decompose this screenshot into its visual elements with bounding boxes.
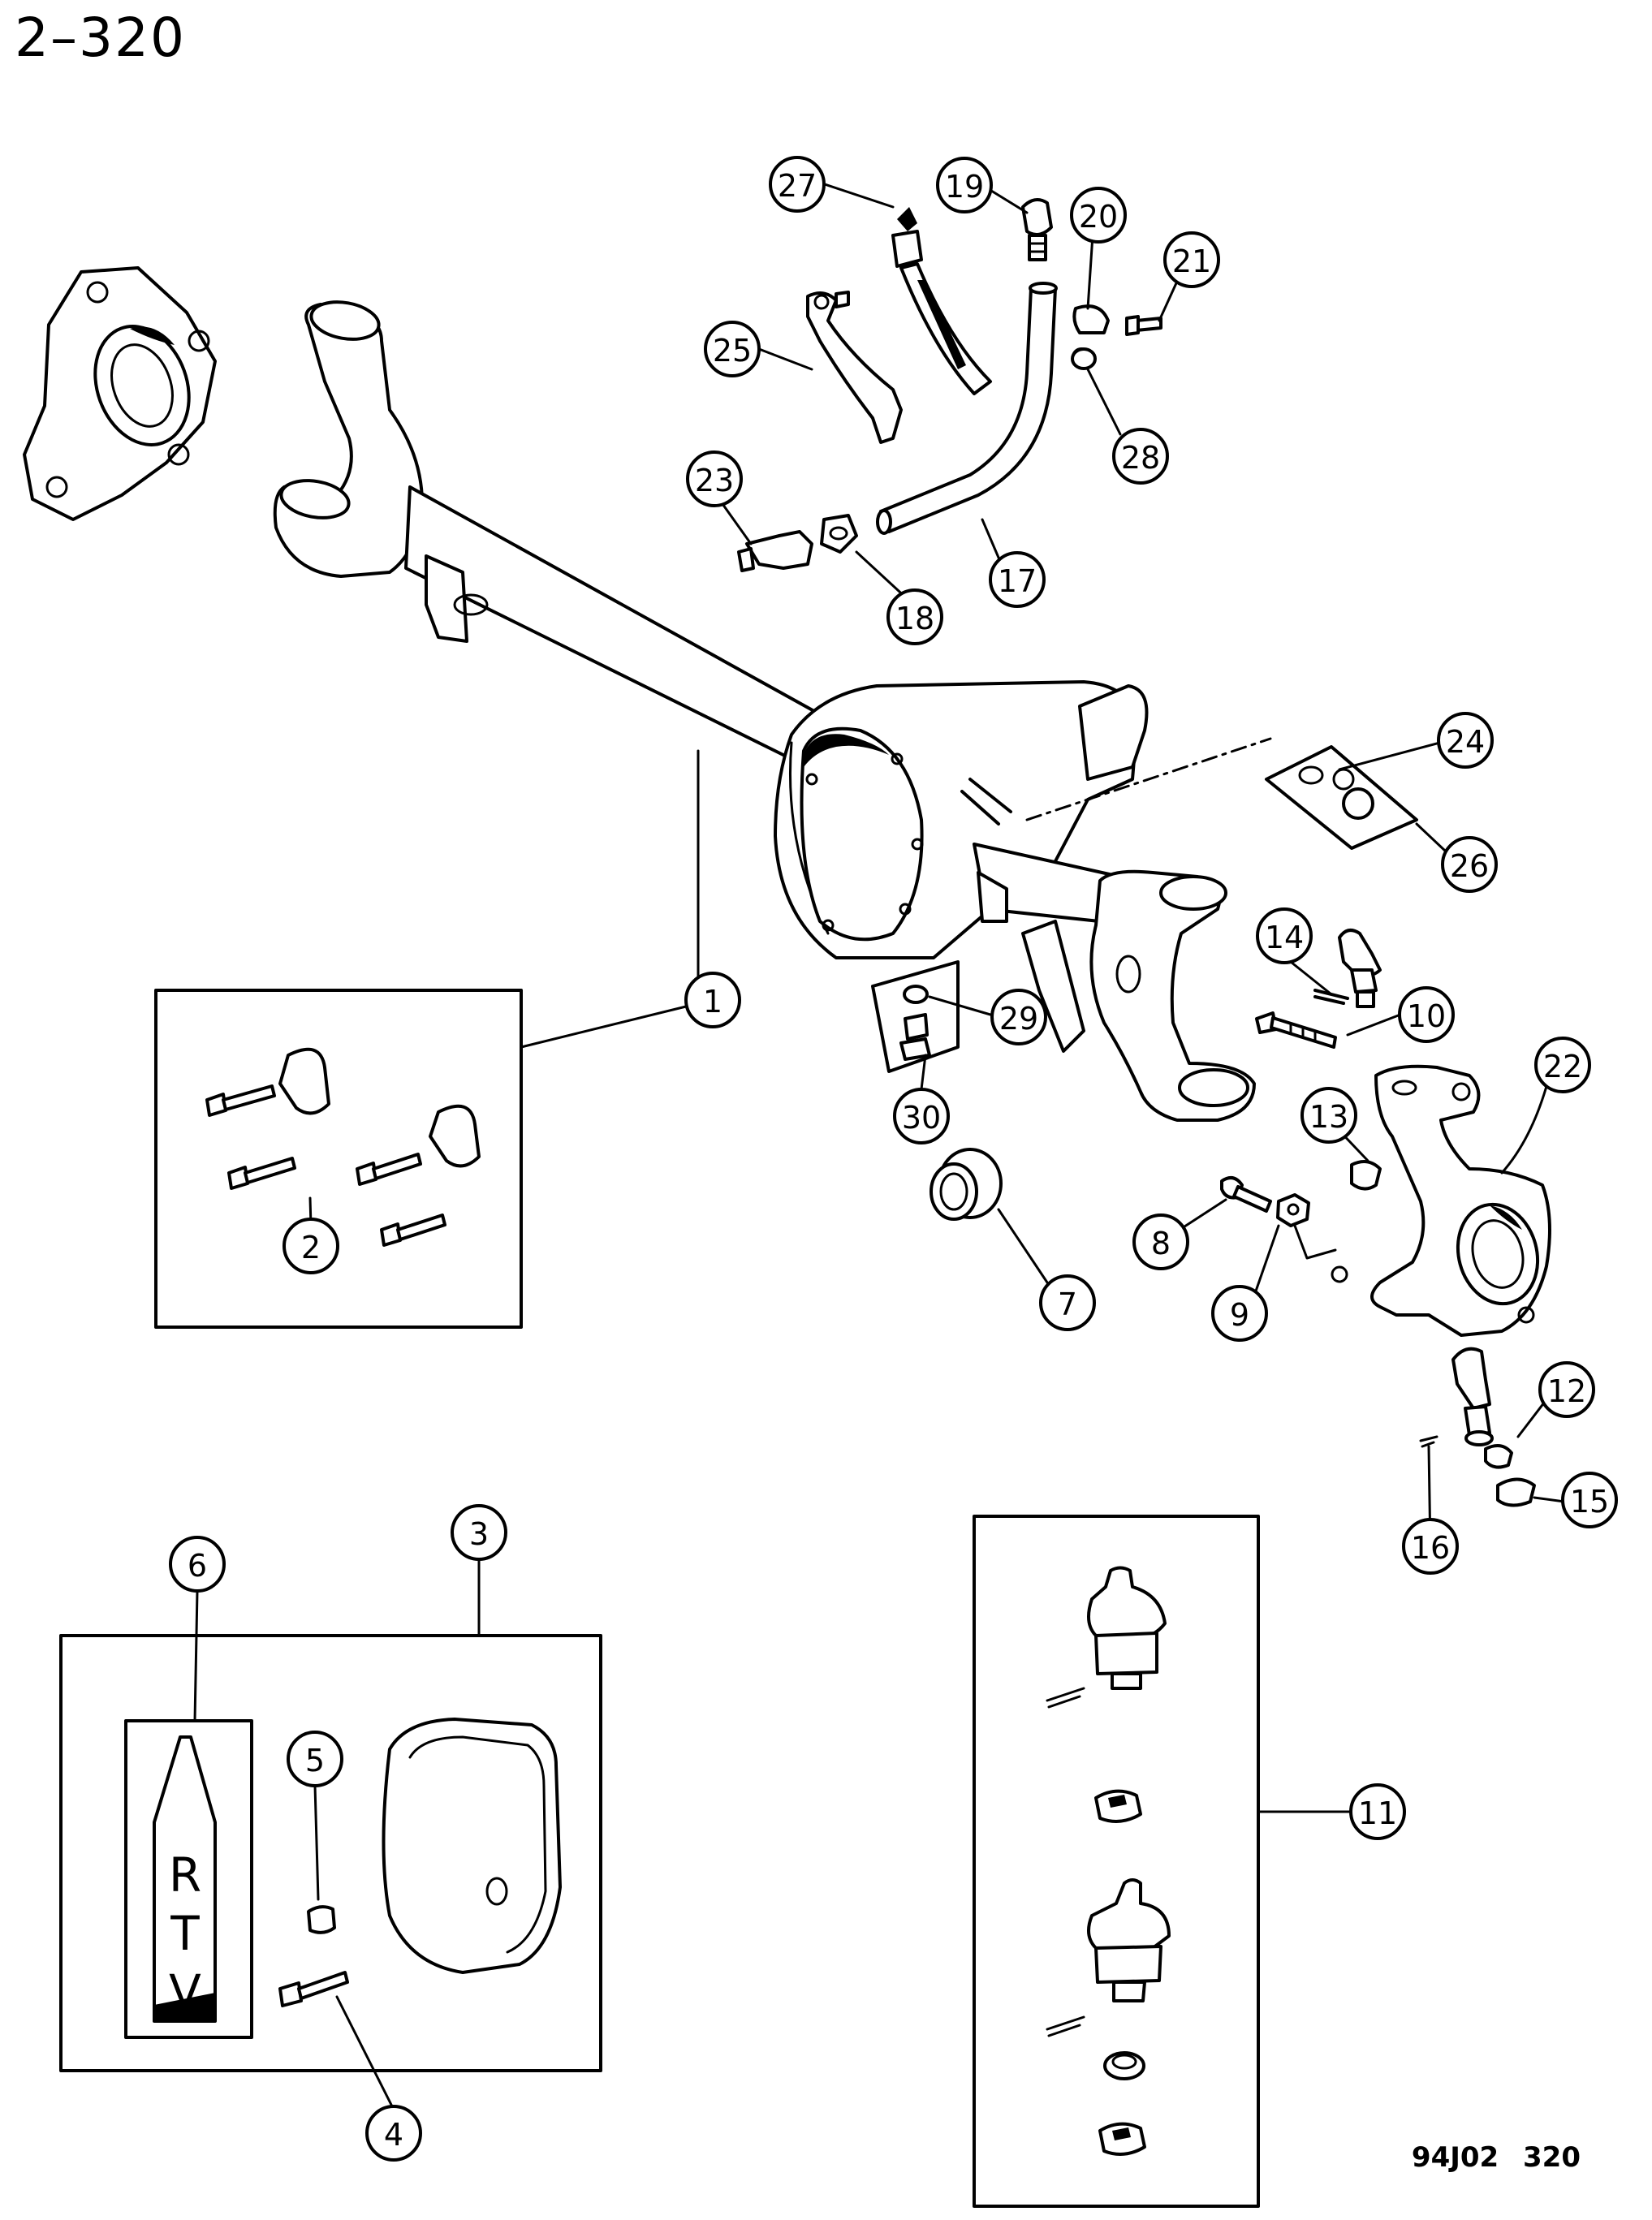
svg-text:21: 21 [1172,244,1211,279]
ball-joint-kit-box [973,1515,1260,2208]
bolt [227,1157,296,1190]
callout-3: 3 [451,1504,507,1561]
svg-text:9: 9 [1230,1297,1249,1333]
callout-29: 29 [990,989,1047,1045]
steering-knuckle-left [23,266,217,521]
svg-text:27: 27 [778,168,817,204]
callout-24: 24 [1437,712,1494,769]
callout-27: 27 [769,156,826,213]
svg-text:15: 15 [1570,1484,1609,1520]
svg-text:6: 6 [188,1548,207,1584]
bolt-8-nut-9 [1220,1176,1310,1227]
svg-text:16: 16 [1411,1530,1450,1566]
svg-text:12: 12 [1547,1373,1586,1409]
svg-text:17: 17 [998,563,1037,599]
svg-text:5: 5 [305,1743,325,1778]
callout-15: 15 [1561,1472,1618,1528]
svg-text:3: 3 [469,1516,489,1552]
callout-12: 12 [1538,1361,1595,1418]
svg-text:20: 20 [1079,199,1118,235]
svg-text:25: 25 [713,333,752,369]
lower-ball-joint [1419,1347,1536,1507]
svg-text:26: 26 [1450,848,1489,884]
callout-1: 1 [684,972,741,1028]
callout-10: 10 [1398,986,1455,1043]
callout-7: 7 [1039,1274,1096,1331]
parts-packet-29-30 [871,960,960,1073]
bolt [205,1084,276,1117]
callout-23: 23 [686,450,743,507]
callout-5: 5 [287,1731,343,1787]
svg-text:19: 19 [945,169,984,205]
svg-text:13: 13 [1309,1099,1348,1135]
callout-25: 25 [704,321,761,377]
vent-hose-assembly [737,198,1162,572]
callout-9: 9 [1211,1285,1268,1342]
upper-ball-joint [1313,929,1382,1008]
svg-text:29: 29 [999,1001,1038,1037]
svg-text:18: 18 [895,601,934,636]
callout-8: 8 [1132,1213,1189,1270]
callout-13: 13 [1300,1087,1357,1144]
bolt-10 [1255,1011,1337,1049]
svg-text:11: 11 [1358,1795,1397,1831]
steering-knuckle-right [1331,1064,1551,1337]
svg-text:30: 30 [902,1100,941,1136]
figure-code: 94J02 320 [1411,2141,1581,2174]
callout-14: 14 [1256,907,1313,964]
bolt-kit-box [154,989,523,1329]
bolt [380,1213,446,1247]
svg-text:1: 1 [703,984,722,1019]
leader-lines [193,183,1566,2108]
callout-17: 17 [989,551,1046,608]
callout-2: 2 [283,1218,339,1274]
svg-text:8: 8 [1151,1226,1171,1261]
callout-26: 26 [1441,836,1498,893]
parts-packet-24-26 [1265,745,1418,850]
svg-text:10: 10 [1407,998,1446,1034]
axle-seal-7 [930,1148,1003,1221]
callout-18: 18 [886,588,943,645]
callout-20: 20 [1070,187,1127,244]
svg-text:22: 22 [1543,1049,1582,1084]
rtv-letter: V [169,1964,201,2020]
axle-housing [273,300,1272,1122]
nut-13 [1350,1160,1382,1191]
callout-22: 22 [1534,1037,1591,1093]
cover-kit-box [59,1634,602,2072]
rtv-letter: T [170,1906,200,1961]
svg-text:28: 28 [1121,440,1160,476]
bolt [356,1153,422,1186]
callout-30: 30 [893,1088,950,1144]
svg-text:RTV: RTV [169,1847,201,2020]
svg-text:23: 23 [695,463,734,498]
page-number: 2–320 [15,6,186,69]
svg-text:7: 7 [1058,1287,1077,1322]
callout-19: 19 [936,157,993,213]
svg-text:4: 4 [384,2117,403,2153]
callout-28: 28 [1112,428,1169,485]
callout-4: 4 [365,2105,422,2162]
callout-16: 16 [1402,1518,1459,1575]
svg-text:2: 2 [301,1230,321,1265]
callout-21: 21 [1163,231,1220,288]
svg-text:24: 24 [1446,724,1485,760]
callout-6: 6 [169,1536,226,1593]
callouts: 1 2 3 4 5 6 7 8 9 10 11 12 13 14 15 16 1… [169,156,1618,2162]
callout-11: 11 [1349,1783,1406,1840]
svg-text:14: 14 [1265,920,1304,955]
rtv-letter: R [169,1847,201,1903]
